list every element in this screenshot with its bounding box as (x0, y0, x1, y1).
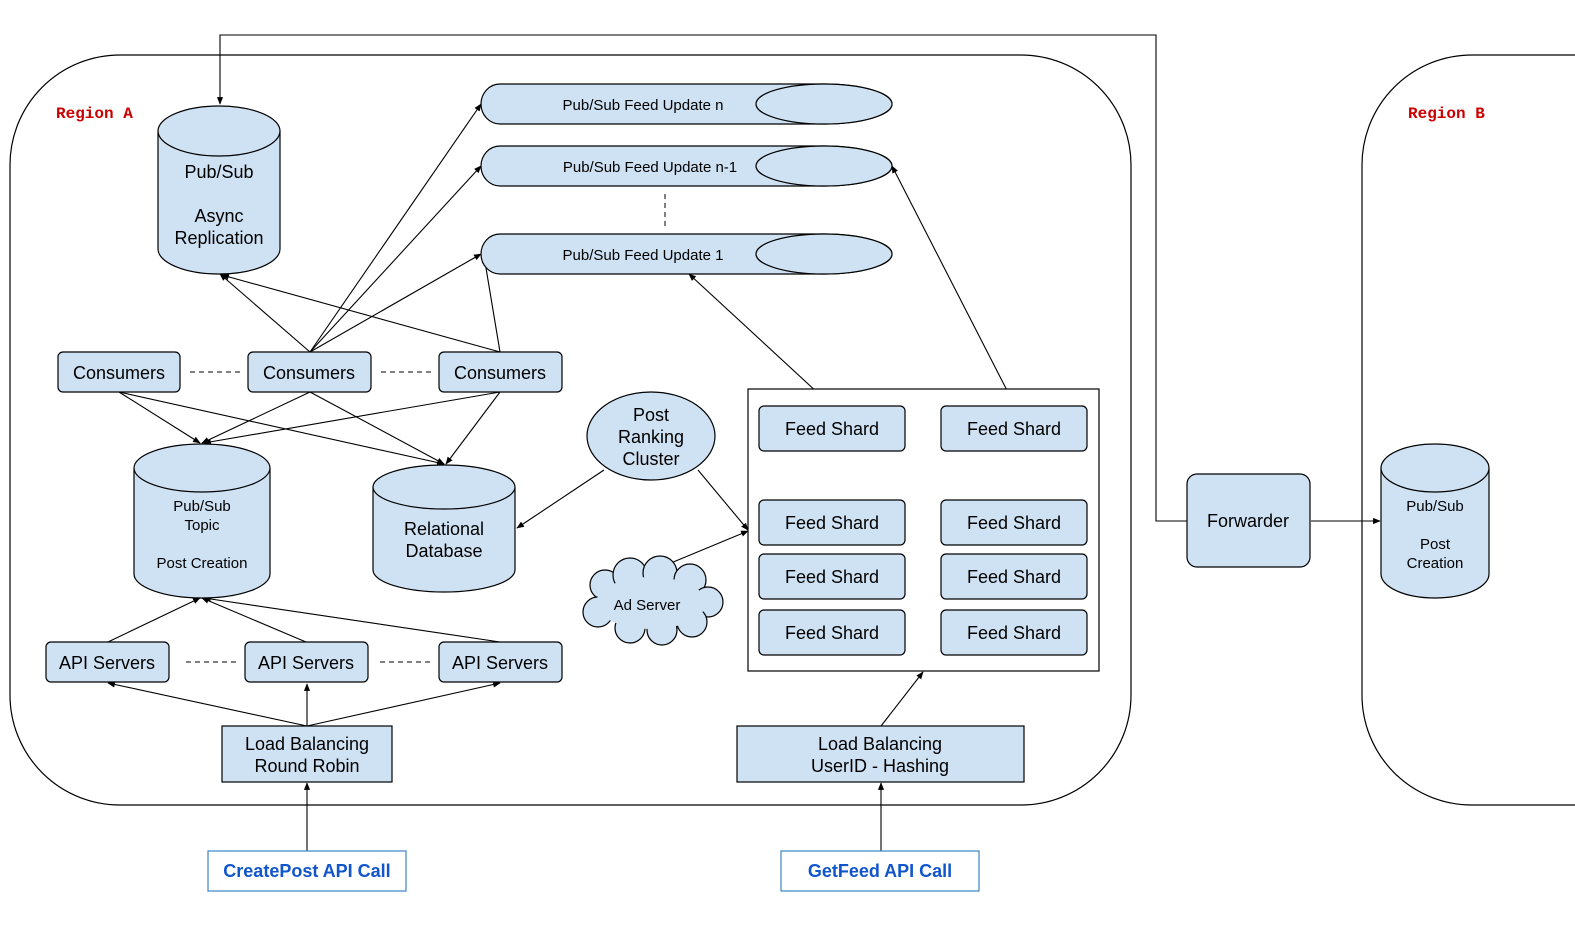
region-b-container (1361, 54, 1575, 806)
pubsub-replication-line1: Pub/Sub (184, 162, 253, 182)
region-b-label: Region B (1408, 105, 1485, 123)
feed-shard-7: Feed Shard (758, 609, 906, 656)
feed-shard-label: Feed Shard (967, 623, 1061, 643)
forwarder-label: Forwarder (1207, 511, 1289, 531)
post-ranking-line2: Ranking (618, 427, 684, 447)
region-a-container (9, 54, 1132, 806)
api-servers-label: API Servers (59, 653, 155, 673)
feed-shard-3: Feed Shard (758, 499, 906, 546)
create-post-label: CreatePost API Call (223, 861, 390, 881)
feed-shard-6: Feed Shard (940, 553, 1088, 600)
feed-shard-label: Feed Shard (785, 623, 879, 643)
load-balancer-hashing: Load Balancing UserID - Hashing (736, 725, 1025, 783)
lb-rr-line2: Round Robin (254, 756, 359, 776)
relational-db-line2: Database (405, 541, 482, 561)
get-feed-label: GetFeed API Call (808, 861, 952, 881)
lb-hash-line1: Load Balancing (818, 734, 942, 754)
consumers-label: Consumers (454, 363, 546, 383)
lb-rr-line1: Load Balancing (245, 734, 369, 754)
pubsub-async-replication-db: Pub/Sub Async Replication (157, 105, 281, 275)
pubsub-topic-line2: Topic (184, 517, 220, 534)
region-b-pubsub-line2: Post (1420, 536, 1451, 553)
region-b-pubsub-db: Pub/Sub Post Creation (1380, 443, 1490, 599)
consumers-node-3: Consumers (438, 351, 563, 393)
relational-db-line1: Relational (404, 519, 484, 539)
api-servers-label: API Servers (452, 653, 548, 673)
feed-update-queue-n: Pub/Sub Feed Update n (480, 83, 893, 125)
region-b-pubsub-line3: Creation (1407, 555, 1464, 572)
feed-shard-label: Feed Shard (967, 513, 1061, 533)
load-balancer-round-robin: Load Balancing Round Robin (221, 725, 393, 783)
pubsub-topic-line1: Pub/Sub (173, 498, 231, 515)
feed-shard-8: Feed Shard (940, 609, 1088, 656)
feed-shard-label: Feed Shard (785, 419, 879, 439)
ad-server-label: Ad Server (614, 597, 681, 614)
feed-shard-5: Feed Shard (758, 553, 906, 600)
ad-server-cloud: Ad Server (582, 555, 724, 646)
lb-hash-line2: UserID - Hashing (811, 756, 949, 776)
feed-shard-2: Feed Shard (940, 405, 1088, 452)
feed-update-queue-1: Pub/Sub Feed Update 1 (480, 233, 893, 275)
pubsub-replication-line3: Replication (174, 228, 263, 248)
api-servers-node-3: API Servers (438, 641, 563, 683)
feed-shard-label: Feed Shard (785, 513, 879, 533)
consumers-node-2: Consumers (247, 351, 372, 393)
region-a-label: Region A (56, 105, 133, 123)
consumers-label: Consumers (263, 363, 355, 383)
feed-shard-label: Feed Shard (967, 567, 1061, 587)
feed-shard-label: Feed Shard (785, 567, 879, 587)
pubsub-replication-line2: Async (194, 206, 243, 226)
feed-update-n-minus-1-label: Pub/Sub Feed Update n-1 (563, 159, 737, 176)
api-servers-node-1: API Servers (45, 641, 170, 683)
get-feed-api-call: GetFeed API Call (780, 850, 980, 892)
region-b-pubsub-line1: Pub/Sub (1406, 498, 1464, 515)
post-ranking-cluster: Post Ranking Cluster (586, 391, 716, 481)
post-ranking-line1: Post (633, 405, 669, 425)
forwarder-node: Forwarder (1186, 473, 1311, 568)
pubsub-topic-line3: Post Creation (157, 555, 248, 572)
consumers-node-1: Consumers (57, 351, 181, 393)
post-ranking-line3: Cluster (622, 449, 679, 469)
feed-shard-1: Feed Shard (758, 405, 906, 452)
relational-database: Relational Database (372, 464, 516, 593)
api-servers-node-2: API Servers (244, 641, 369, 683)
feed-shard-4: Feed Shard (940, 499, 1088, 546)
feed-update-n-label: Pub/Sub Feed Update n (563, 97, 724, 114)
create-post-api-call: CreatePost API Call (207, 850, 407, 892)
feed-shard-label: Feed Shard (967, 419, 1061, 439)
feed-update-queue-n-minus-1: Pub/Sub Feed Update n-1 (480, 145, 893, 187)
api-servers-label: API Servers (258, 653, 354, 673)
pubsub-topic-db: Pub/Sub Topic Post Creation (133, 443, 271, 599)
feed-update-1-label: Pub/Sub Feed Update 1 (563, 247, 724, 264)
consumers-label: Consumers (73, 363, 165, 383)
